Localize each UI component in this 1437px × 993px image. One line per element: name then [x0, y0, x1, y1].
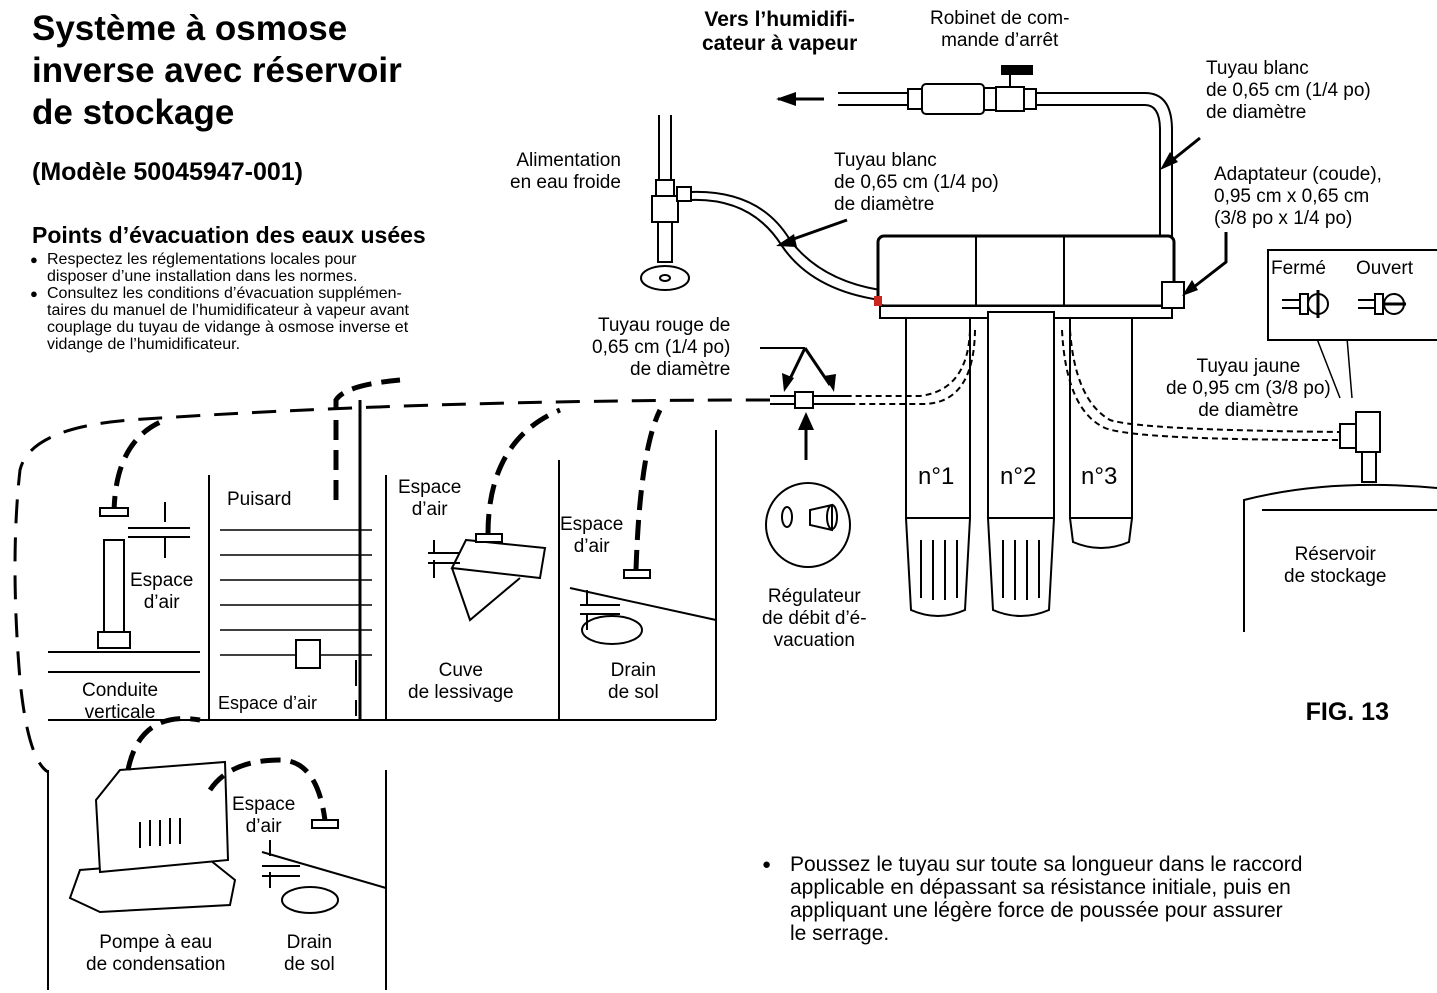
filter-housing-1 — [904, 317, 972, 617]
bullet-icon: ● — [762, 856, 772, 873]
drain-instructions-list: Respectez les réglementations locales po… — [30, 251, 570, 353]
drain-section-heading: Points d’évacuation des eaux usées — [32, 222, 426, 248]
shutoff-valve-label: Robinet de com-mande d’arrêt — [930, 8, 1070, 51]
condensate-panel — [47, 716, 387, 990]
air-gap-label-2: Espace d’air — [218, 693, 318, 713]
footnote: ● Poussez le tuyau sur toute sa longueur… — [762, 853, 1303, 945]
red-drain-tube — [760, 329, 976, 460]
humidifier-feed-line — [776, 65, 1173, 285]
callout-arrows — [776, 136, 1228, 296]
filter-1-label: n°1 — [918, 463, 955, 490]
storage-tank — [1243, 483, 1437, 632]
filter-2-label: n°2 — [1000, 463, 1037, 490]
page-title: Système à osmose inverse avec réservoir … — [32, 9, 402, 132]
adapter-label: Adaptateur (coude),0,95 cm x 0,65 cm(3/8… — [1214, 164, 1382, 229]
drain-instruction-2: Consultez les conditions d’évacuation su… — [30, 285, 570, 353]
humidifier-label: Vers l’humidifi-cateur à vapeur — [702, 8, 858, 55]
filter-housing-3 — [1068, 317, 1134, 549]
flow-regulator-inset — [765, 482, 851, 568]
drain-options-panel — [13, 377, 771, 774]
valve-closed-label: Fermé — [1271, 258, 1326, 279]
filter-head — [874, 234, 1185, 319]
filter-housing-2 — [986, 311, 1056, 617]
model-number: (Modèle 50045947-001) — [32, 158, 303, 186]
drain-instruction-1: Respectez les réglementations locales po… — [30, 251, 570, 285]
filter-3-label: n°3 — [1081, 463, 1118, 490]
valve-open-label: Ouvert — [1356, 258, 1414, 279]
figure-label: FIG. 13 — [1305, 698, 1389, 726]
valve-inset-box — [1267, 249, 1437, 341]
sump-label: Puisard — [227, 489, 292, 510]
yellow-tank-tube — [1061, 325, 1381, 483]
